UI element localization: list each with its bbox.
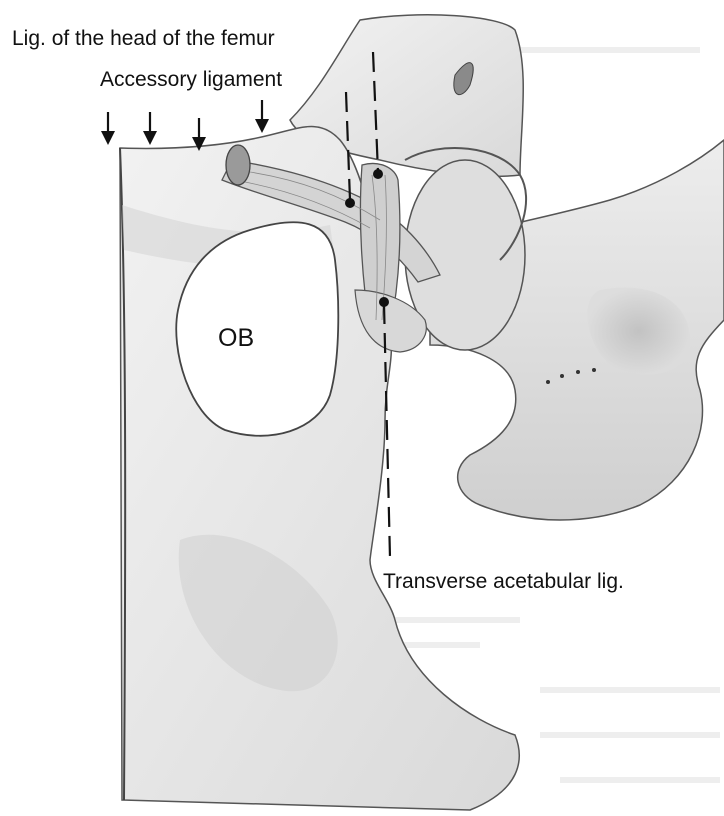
label-accessory-ligament: Accessory ligament bbox=[100, 68, 282, 91]
label-lig-head-femur: Lig. of the head of the femur bbox=[12, 27, 275, 50]
obturator-foramen bbox=[175, 221, 340, 437]
arrow-2 bbox=[143, 112, 157, 145]
femur-shadow bbox=[587, 287, 690, 375]
acetabular-rim bbox=[404, 147, 528, 261]
arrow-3 bbox=[192, 118, 206, 151]
femur-foramina-dots bbox=[546, 368, 596, 384]
bone-shading bbox=[178, 534, 338, 692]
leader-accessory-ligament bbox=[344, 91, 352, 201]
label-obturator-foramen: OB bbox=[218, 324, 254, 352]
leader-lig-head-femur bbox=[371, 51, 380, 173]
transverse-ligament-shape bbox=[354, 289, 427, 353]
bone-cut-edge bbox=[119, 147, 127, 801]
label-transverse-acetabular: Transverse acetabular lig. bbox=[383, 570, 624, 593]
margin-arrows bbox=[101, 100, 269, 151]
leader-transverse-acetabular bbox=[382, 303, 392, 559]
accessory-ligament-shape bbox=[221, 159, 441, 283]
pointer-dot-lig-head-femur bbox=[373, 169, 383, 179]
accessory-ligament-cut-end bbox=[225, 144, 251, 186]
pointer-dot-accessory-ligament bbox=[345, 198, 355, 208]
head-ligament-shape bbox=[359, 162, 401, 331]
ilium-notch bbox=[453, 62, 474, 95]
arrow-4 bbox=[255, 100, 269, 133]
pointer-dot-transverse-acetabular bbox=[379, 297, 389, 307]
arrow-1 bbox=[101, 112, 115, 145]
